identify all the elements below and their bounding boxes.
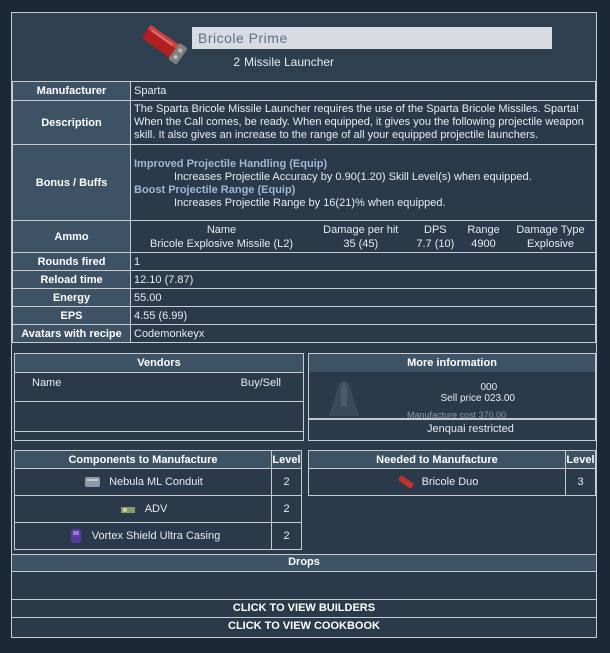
comp-level: 2 [271,468,302,496]
ammo-header-damage: Damage per hit [323,223,399,236]
needed-level-header: Level [565,450,596,469]
components-level-header: Level [271,450,302,469]
missile-launcher-icon [142,24,187,65]
ammo-dps: 7.7 (10) [416,237,455,250]
ammo-damage-type: Explosive [526,237,575,250]
ammo-header-range: Range [467,223,500,236]
named-row: Reload time 12.10 (7.87) [12,270,596,289]
buff-row: Boost Projectile Range (Equip) Increases… [134,184,592,210]
ammo-range: 4900 [471,237,496,250]
named-row-label: Energy [12,288,131,307]
named-row-value[interactable]: Codemonkeyx [130,324,596,343]
info-row: Manufacture cost 370.00 [407,410,506,420]
named-row: EPS 4.55 (6.99) [12,306,596,325]
ammo-rows: Name Damage per hit DPS Range Damage Typ… [130,220,596,253]
components-table: Components to Manufacture Level Nebula M… [14,450,302,550]
buff-detail: Increases Projectile Accuracy by 0.90(1.… [174,171,532,183]
drop-rows [12,571,596,599]
needed-table: Needed to Manufacture Level Bricole Duo … [308,450,596,496]
comp-name[interactable]: Nebula ML Conduit [109,475,203,488]
item-info-table: Manufacturer Sparta Description The Spar… [12,81,596,343]
item-detail-panel: Bricole Prime 2 Missile Launcher Manufac… [11,12,597,638]
ammo-name[interactable]: Bricole Explosive Missile (L2) [149,237,294,250]
comp-level: 2 [271,495,302,523]
buff-title: Improved Projectile Handling (Equip) [134,158,328,170]
buff-rows: Improved Projectile Handling (Equip) Inc… [130,144,596,221]
info-row: Sell price 023.00 [440,393,515,404]
description-label: Description [12,100,131,145]
vendor-header-buysell: Buy/Sell [240,377,281,389]
item-type: Missile Launcher [244,55,335,69]
more-info-panel: More information 000 Sell price 023.00 M… [308,353,596,420]
shield-casing-icon [70,529,81,543]
drops-title: Drops [12,555,596,571]
view-builders-button[interactable]: CLICK TO VIEW BUILDERS [12,600,596,617]
buff-title: Boost Projectile Range (Equip) [134,184,296,196]
buff-detail: Increases Projectile Range by 16(21)% wh… [174,197,446,209]
ammo-label: Ammo [12,220,131,253]
vendors-title: Vendors [15,354,303,372]
restriction-text: Jenquai restricted [427,423,514,435]
info-value: 370.00 [478,410,507,420]
ship-silhouette-icon [329,380,359,416]
info-row: 000 [480,382,515,393]
manufacturer: Sparta [130,81,596,101]
named-row-label: Rounds fired [12,252,131,271]
ammo-damage: 35 (45) [343,237,379,250]
comp-row[interactable]: ADV 2 [14,495,302,523]
comp-row[interactable]: Nebula ML Conduit 2 [14,468,302,496]
named-row-value: 55.00 [130,288,596,307]
vendor-header-name: Name [32,377,62,389]
info-value: 000 [480,382,498,393]
vendor-sell-rows [15,402,303,432]
drops-panel: Drops [12,554,596,600]
named-row-label: EPS [12,306,131,325]
info-label: Manufacture cost [407,410,477,420]
named-row-value: 1 [130,252,596,271]
missile-launcher-icon [398,475,414,489]
comp-name[interactable]: Vortex Shield Ultra Casing [91,529,221,542]
buff-row: Improved Projectile Handling (Equip) Inc… [134,158,592,184]
item-level: 2 [233,55,240,69]
named-row: Rounds fired 1 [12,252,596,271]
info-value: 023.00 [484,393,515,404]
ammo-table: Name Damage per hit DPS Range Damage Typ… [131,223,595,251]
named-row-label: Avatars with recipe [12,324,131,343]
needed-level: 3 [565,468,596,496]
restrict-rows: Jenquai restricted [308,419,596,441]
named-row-label: Reload time [12,270,131,289]
named-row: Avatars with recipe Codemonkeyx [12,324,596,343]
vendor-buy-rows: Name Buy/Sell [15,372,303,402]
ammo-header-name: Name [206,223,237,236]
named-row-value: 12.10 (7.87) [130,270,596,289]
ammo-row: Bricole Explosive Missile (L2) 35 (45) 7… [131,237,595,251]
comp-level: 2 [271,522,302,550]
comp-name[interactable]: ADV [144,502,168,515]
description: The Sparta Bricole Missile Launcher requ… [130,100,596,145]
view-cookbook-button[interactable]: CLICK TO VIEW COOKBOOK [12,617,596,634]
ammo-header-dps: DPS [424,223,447,236]
info-label: Sell price [440,393,482,404]
components-title: Components to Manufacture [14,450,272,469]
named-rows: 000 Sell price 023.00 [440,382,515,404]
comp-row[interactable]: Vortex Shield Ultra Casing 2 [14,522,302,550]
buffs-label: Bonus / Buffs [12,144,131,221]
manufacturer-label: Manufacturer [12,81,131,101]
vendors-panel: Vendors Name Buy/Sell [14,353,304,441]
component-icon [120,507,135,513]
page-title: Bricole Prime [192,27,552,49]
vendor-buy-sell-rows [15,432,303,440]
more-info-title: More information [309,354,595,372]
needed-title: Needed to Manufacture [308,450,566,469]
item-header: Bricole Prime 2 Missile Launcher [12,13,596,81]
ammo-header-damage-type: Damage Type [516,223,585,236]
needed-name[interactable]: Bricole Duo [421,475,479,488]
needed-row[interactable]: Bricole Duo 3 [308,468,596,496]
named-row-value: 4.55 (6.99) [130,306,596,325]
named-row: Energy 55.00 [12,288,596,307]
conduit-icon [85,477,101,487]
